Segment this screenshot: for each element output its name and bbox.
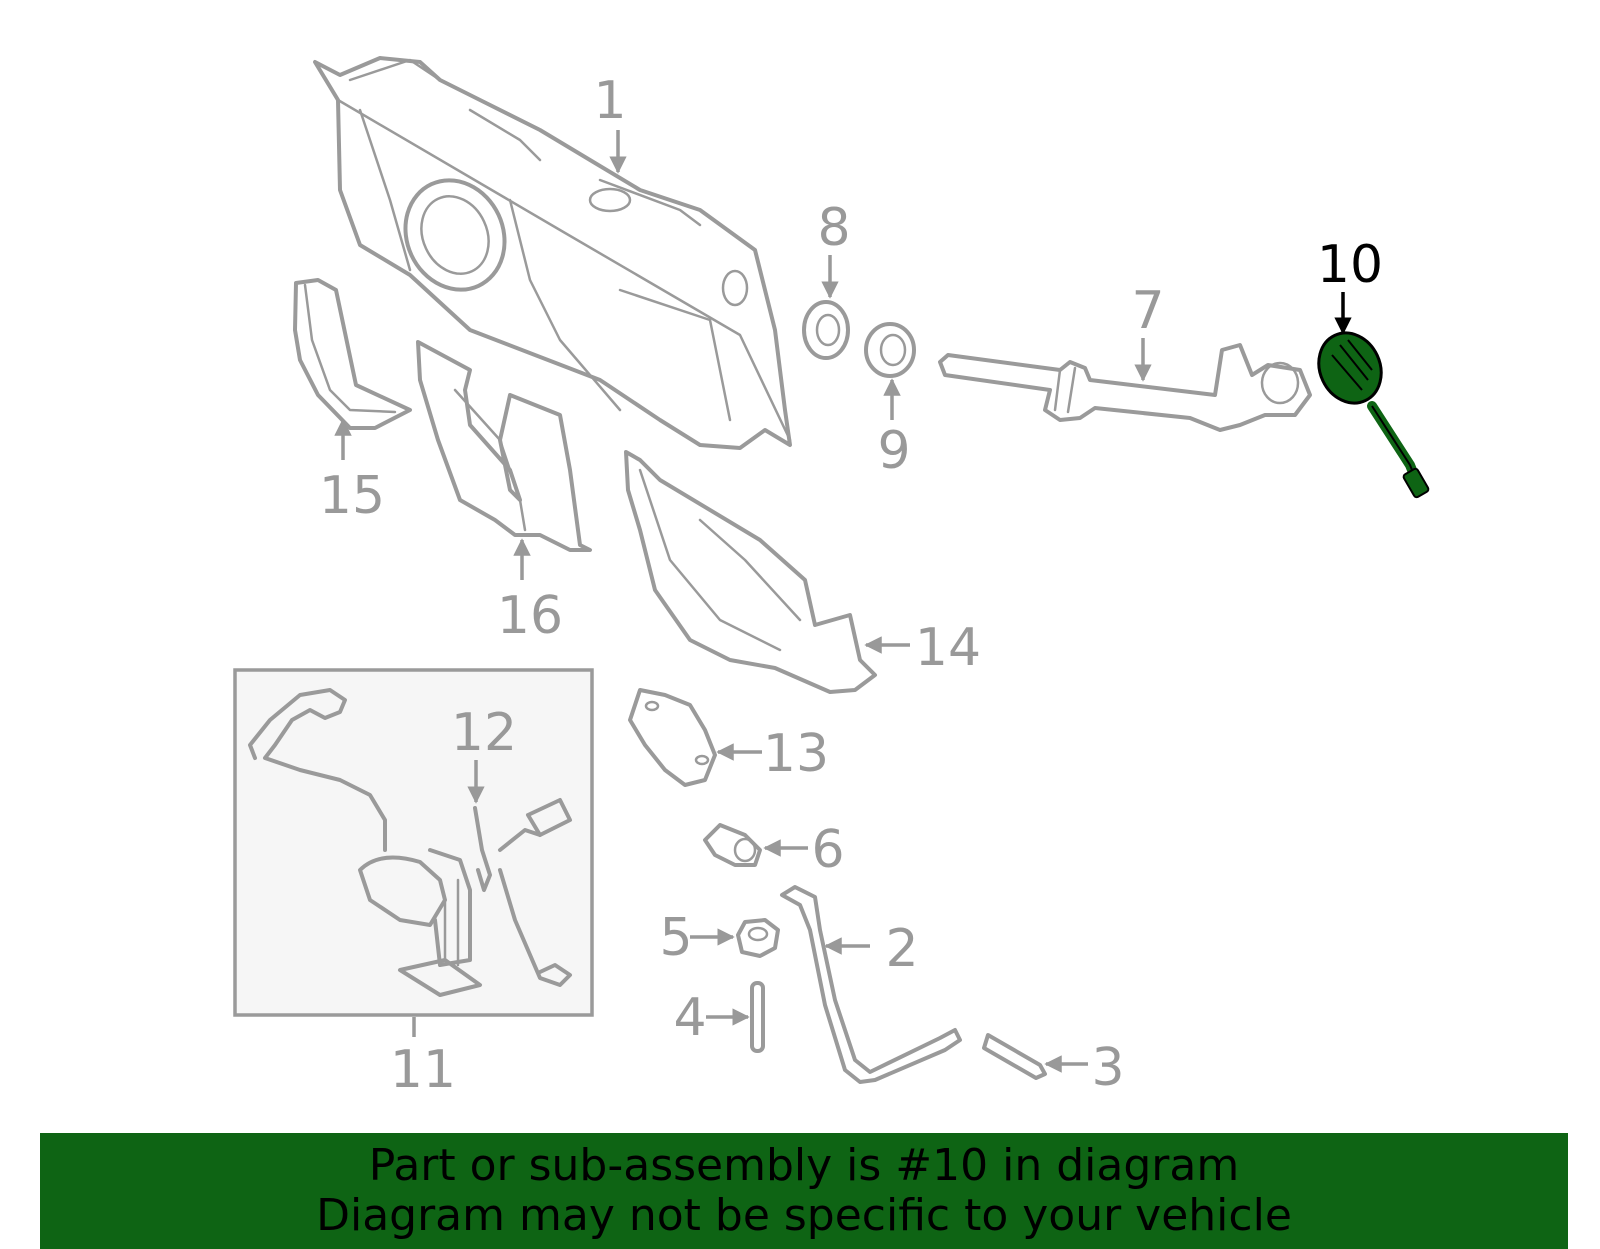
- svg-text:13: 13: [763, 724, 829, 784]
- callout-15: 15: [319, 418, 385, 526]
- callout-9: 9: [877, 378, 911, 481]
- svg-text:16: 16: [497, 586, 563, 646]
- svg-text:12: 12: [451, 703, 517, 763]
- svg-text:9: 9: [877, 421, 910, 481]
- svg-text:5: 5: [659, 908, 692, 968]
- svg-text:3: 3: [1091, 1038, 1124, 1098]
- svg-text:8: 8: [817, 198, 850, 258]
- callout-5: 5: [659, 908, 735, 968]
- tank-strap-part-2[interactable]: [780, 885, 962, 1084]
- svg-text:7: 7: [1131, 281, 1164, 341]
- callout-3: 3: [1044, 1038, 1125, 1098]
- filler-pipe-part-7[interactable]: [938, 343, 1312, 432]
- svg-text:6: 6: [811, 820, 844, 880]
- heat-shield-part-15[interactable]: [293, 278, 412, 430]
- svg-text:2: 2: [885, 919, 918, 979]
- info-banner: Part or sub-assembly is #10 in diagram D…: [40, 1133, 1568, 1249]
- bolt-part-3[interactable]: [982, 1033, 1047, 1080]
- lock-ring-part-13[interactable]: [628, 688, 717, 787]
- svg-text:14: 14: [915, 618, 981, 678]
- seal-ring-part-8[interactable]: [802, 300, 850, 360]
- fuel-cap-part-10[interactable]: [1308, 323, 1430, 499]
- callout-7: 7: [1131, 281, 1165, 382]
- callout-2: 2: [824, 919, 919, 979]
- shield-part-16[interactable]: [416, 340, 592, 552]
- callout-16: 16: [497, 538, 563, 646]
- nut-part-5[interactable]: [736, 918, 780, 958]
- fuel-tank-part-1[interactable]: [313, 56, 792, 450]
- callout-13: 13: [716, 724, 829, 784]
- callout-12: 12: [451, 703, 517, 804]
- callout-4: 4: [673, 988, 750, 1048]
- callout-1: 1: [593, 71, 627, 174]
- callout-8: 8: [817, 198, 851, 299]
- bushing-part-6[interactable]: [703, 823, 762, 867]
- banner-line-disclaimer: Diagram may not be specific to your vehi…: [316, 1190, 1292, 1241]
- svg-text:1: 1: [593, 71, 626, 131]
- callout-10: 10: [1317, 235, 1383, 335]
- callout-14: 14: [864, 618, 981, 678]
- svg-text:4: 4: [673, 988, 706, 1048]
- svg-text:15: 15: [319, 466, 385, 526]
- fuel-pump-assembly-part-11[interactable]: [233, 668, 594, 1017]
- pin-part-4[interactable]: [750, 981, 765, 1053]
- svg-text:10: 10: [1317, 235, 1383, 295]
- grommet-part-9[interactable]: [864, 322, 916, 378]
- banner-line-part-info: Part or sub-assembly is #10 in diagram: [368, 1140, 1240, 1191]
- shield-part-14[interactable]: [624, 450, 877, 694]
- svg-text:11: 11: [390, 1040, 456, 1100]
- callout-6: 6: [763, 820, 845, 880]
- callout-11: 11: [390, 1017, 456, 1100]
